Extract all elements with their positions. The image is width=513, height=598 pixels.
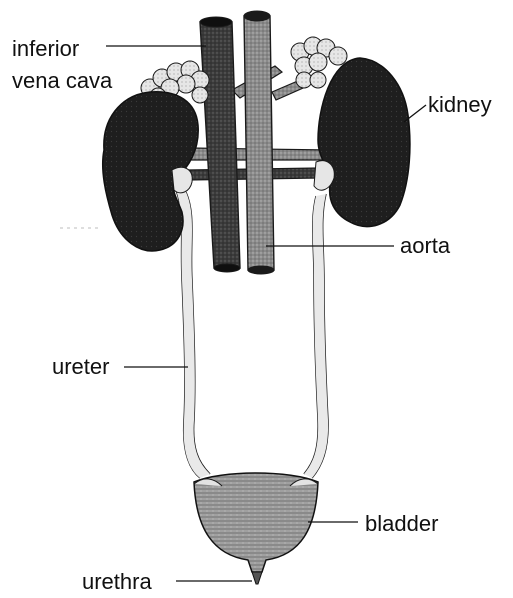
right-kidney: [318, 58, 410, 227]
bladder: [194, 473, 318, 572]
aorta: [244, 11, 274, 274]
urethra: [252, 572, 262, 584]
label-inferior-vena-cava-line2: vena cava: [12, 68, 112, 94]
label-urethra: urethra: [82, 569, 152, 595]
label-inferior-vena-cava-line1: inferior: [12, 36, 79, 62]
label-bladder: bladder: [365, 511, 438, 537]
label-ureter: ureter: [52, 354, 109, 380]
label-aorta: aorta: [400, 233, 450, 259]
inferior-vena-cava: [200, 17, 240, 272]
label-kidney: kidney: [428, 92, 492, 118]
